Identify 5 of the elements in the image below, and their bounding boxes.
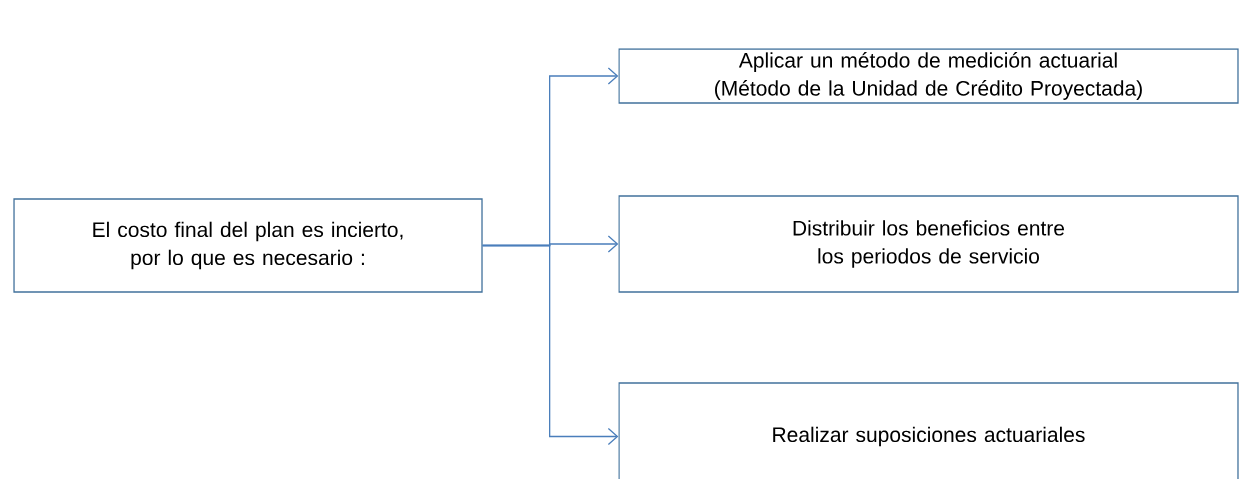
process-box: El costo final del plan es incierto, por lo que es necesario : bbox=[13, 198, 483, 293]
process-box: Distribuir los beneficios entre los periodos de servicio bbox=[618, 195, 1239, 293]
arrow bbox=[482, 244, 619, 446]
process-box: Realizar suposiciones actuariales bbox=[618, 382, 1239, 479]
process-box: Aplicar un método de medición actuarial (Método de la Unidad de Crédito Proyectada) bbox=[618, 48, 1239, 104]
